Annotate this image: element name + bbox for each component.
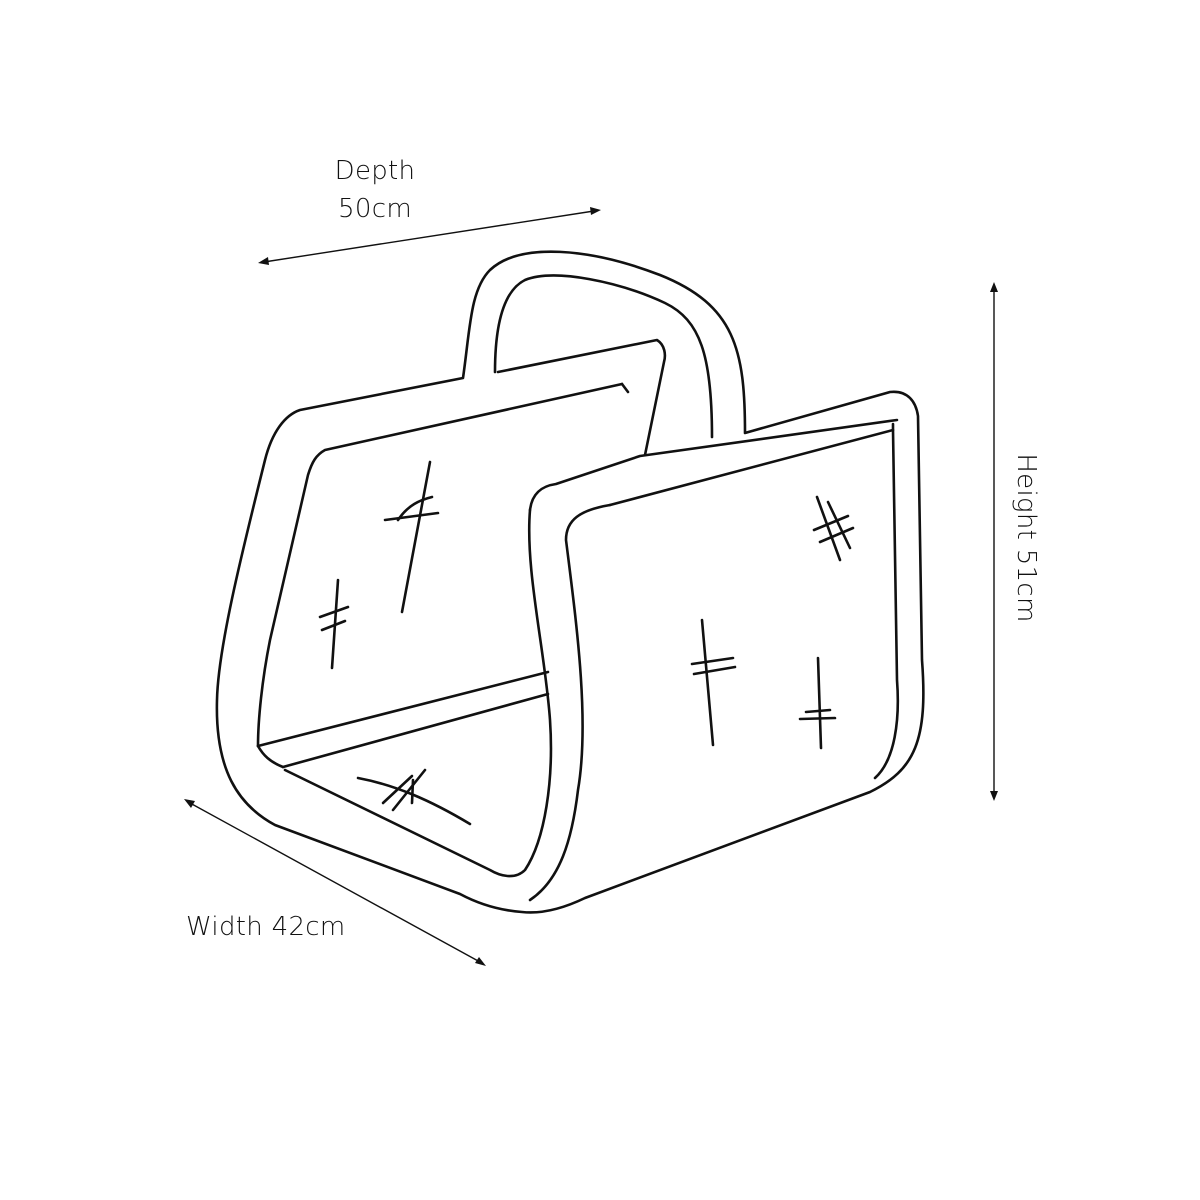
height-arrow [990, 282, 998, 801]
width-label: Width 42cm [186, 912, 346, 942]
floor-front [281, 692, 550, 769]
basket-outline [215, 250, 925, 914]
left-panel-top-ext [620, 382, 630, 394]
texture-marks-right [690, 495, 855, 750]
front-panel-inner-top [608, 428, 895, 507]
width-arrow [184, 799, 486, 966]
height-label: Height 51cm [1011, 453, 1041, 623]
floor-left-curve [256, 744, 285, 769]
left-panel-inner [496, 338, 667, 457]
front-panel-top [528, 418, 899, 512]
front-panel-outer [283, 508, 553, 878]
depth-value: 50cm [338, 194, 412, 224]
texture-marks-left [318, 460, 440, 670]
depth-arrow [258, 207, 601, 265]
texture-marks-floor [356, 768, 472, 826]
depth-name: Depth [334, 156, 416, 186]
front-panel-inner-left [528, 503, 612, 902]
floor-back [256, 670, 550, 748]
left-panel-top [256, 382, 624, 748]
handle-inner [493, 274, 714, 439]
front-panel-inner [873, 422, 900, 780]
depth-label: Depth 50cm [300, 152, 450, 228]
